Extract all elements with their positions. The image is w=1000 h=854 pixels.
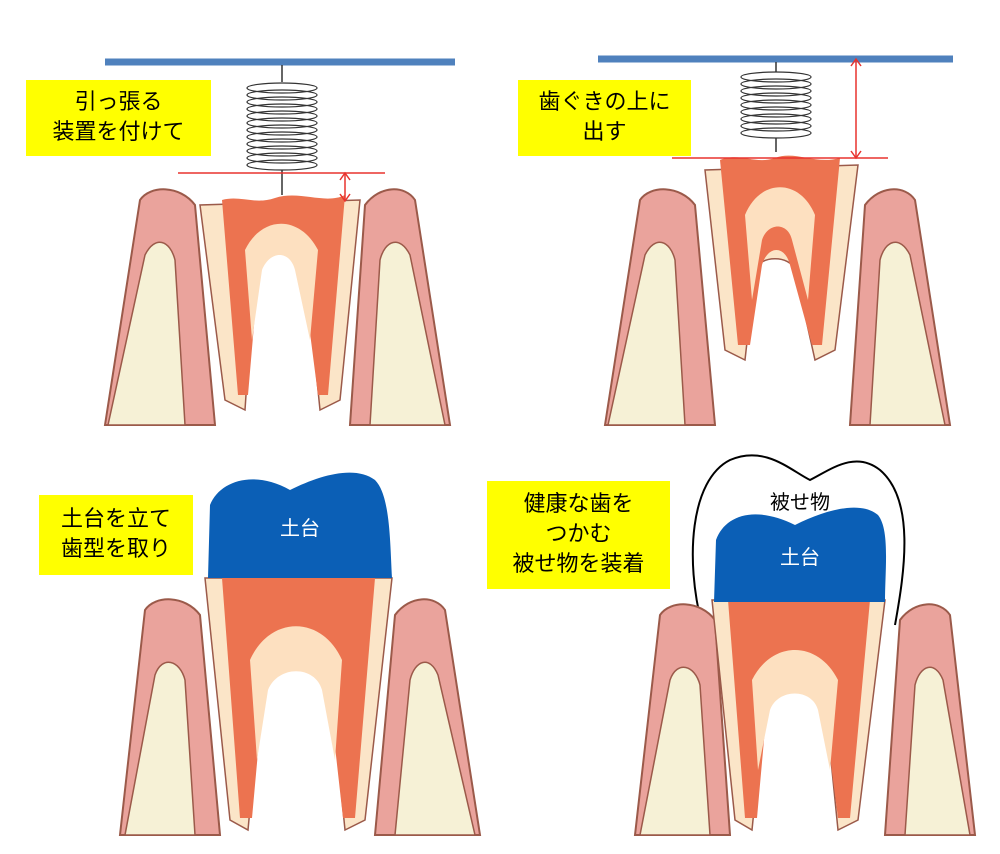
abutment-4 — [714, 507, 887, 602]
crown-outline — [691, 454, 906, 626]
abutment-label-3: 土台 — [280, 516, 320, 540]
panel-4-graphic — [633, 454, 977, 836]
spring — [246, 82, 318, 171]
tooth-root-3 — [204, 577, 393, 832]
gums-1 — [103, 188, 452, 426]
panel-2-graphic — [598, 55, 953, 426]
crown-label: 被せ物 — [770, 490, 830, 514]
abutment-3 — [208, 472, 392, 578]
tooth-root-1 — [199, 195, 361, 412]
step-2-label: 歯ぐきの上に 出す — [518, 80, 691, 156]
panel-1-graphic — [103, 58, 455, 426]
tooth-root-2 — [704, 155, 859, 362]
step-3-label: 土台を立て 歯型を取り — [39, 495, 193, 575]
step-1-label: 引っ張る 装置を付けて — [26, 80, 211, 156]
spring — [740, 71, 812, 139]
panel-3-graphic — [118, 472, 482, 836]
gums-2 — [603, 188, 952, 426]
tooth-root-4 — [711, 599, 886, 832]
abutment-label-4: 土台 — [780, 545, 820, 569]
gums-3 — [118, 598, 482, 836]
gums-4 — [633, 603, 977, 836]
step-4-label: 健康な歯を つかむ 被せ物を装着 — [487, 481, 670, 589]
